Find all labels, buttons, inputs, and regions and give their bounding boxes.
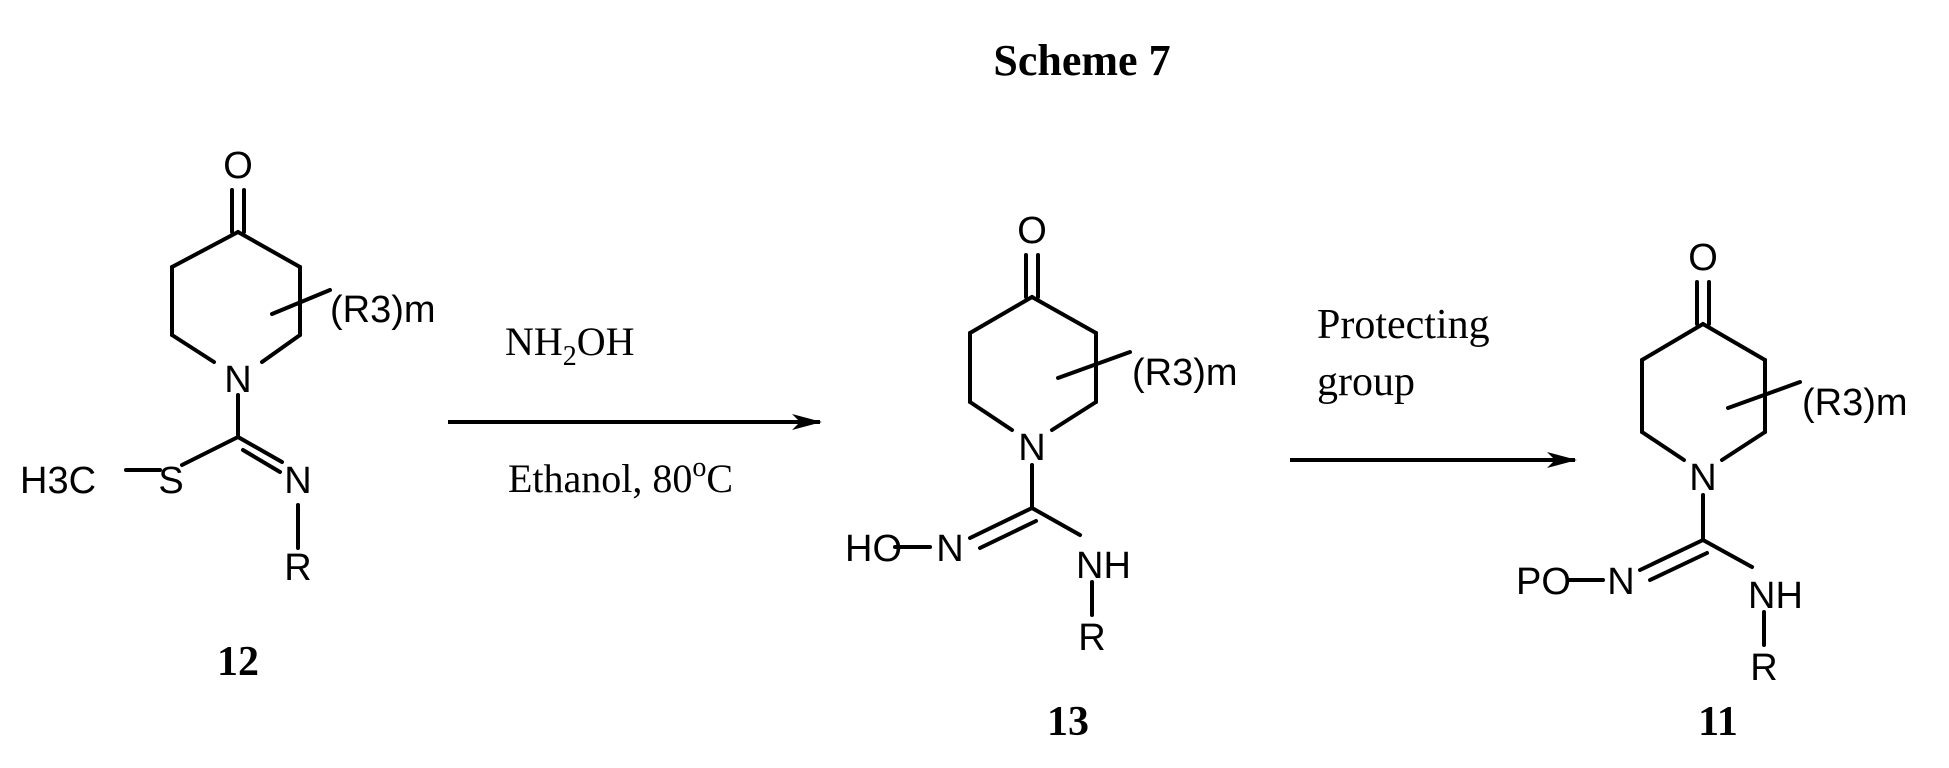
- compound-13: O N HO N NH R (R3)m 13: [845, 210, 1238, 745]
- compound-11-protected-o: PO: [1516, 561, 1571, 603]
- compound-12-methyl: H3C: [20, 460, 96, 502]
- arrow-1-reagent-sub: 2: [563, 341, 577, 372]
- compound-11: O N PO N NH R (R3)m 11: [1516, 237, 1908, 745]
- compound-13-hydroxy: HO: [845, 528, 902, 570]
- compound-12-r: R: [284, 547, 311, 589]
- compound-11-carbonyl-o: O: [1688, 237, 1718, 279]
- compound-11-amine: NH: [1748, 575, 1803, 617]
- compound-11-oxime-n: N: [1607, 561, 1634, 603]
- compound-11-label: 11: [1698, 699, 1738, 745]
- arrow-1-conditions-tail: C: [706, 456, 733, 501]
- compound-12-ring-n: N: [224, 359, 251, 401]
- compound-11-r: R: [1750, 647, 1777, 689]
- compound-11-substituent: (R3)m: [1802, 382, 1908, 424]
- reaction-arrow-2: Protecting group: [1290, 302, 1575, 460]
- compound-11-ring-n: N: [1689, 457, 1716, 499]
- compound-13-carbonyl-o: O: [1017, 210, 1047, 252]
- compound-13-r: R: [1078, 617, 1105, 659]
- compound-13-label: 13: [1047, 699, 1089, 745]
- scheme-title: Scheme 7: [993, 36, 1170, 85]
- compound-12: O N S H3C N R (R3)m 12: [20, 145, 436, 685]
- arrow-1-reagent: NH2OH: [505, 319, 635, 372]
- arrow-1-conditions-main: Ethanol, 80: [508, 456, 692, 501]
- arrow-1-conditions-sup: o: [692, 452, 706, 483]
- arrow-1-reagent-main: NH: [505, 319, 563, 364]
- arrow-1-conditions: Ethanol, 80oC: [508, 452, 733, 501]
- compound-13-oxime-n: N: [936, 528, 963, 570]
- compound-12-label: 12: [217, 639, 259, 685]
- arrow-2-line2: group: [1317, 359, 1415, 405]
- compound-13-amine: NH: [1076, 545, 1131, 587]
- compound-12-substituent: (R3)m: [330, 289, 436, 331]
- arrow-1-reagent-tail: OH: [577, 319, 635, 364]
- compound-13-substituent: (R3)m: [1132, 352, 1238, 394]
- compound-12-imine-n: N: [284, 460, 311, 502]
- reaction-arrow-1: NH2OH Ethanol, 80oC: [448, 319, 820, 501]
- compound-12-sulfur: S: [158, 460, 183, 502]
- arrow-2-line1: Protecting: [1317, 302, 1490, 348]
- compound-12-carbonyl-o: O: [223, 145, 253, 187]
- compound-13-ring-n: N: [1018, 427, 1045, 469]
